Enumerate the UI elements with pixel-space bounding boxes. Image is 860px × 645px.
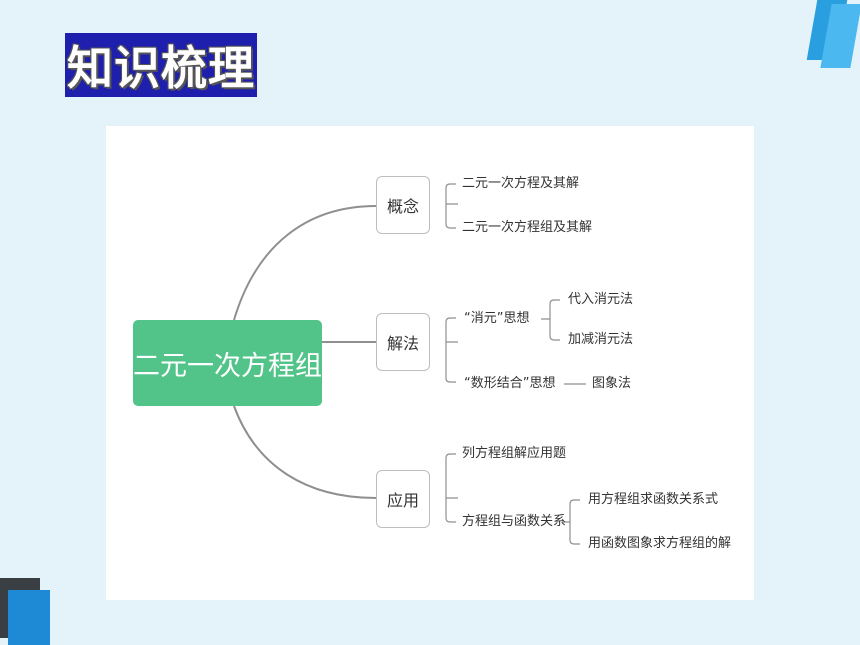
leaf-graph-solution: 用函数图象求方程组的解	[588, 536, 732, 551]
branch-method: 解法	[376, 313, 430, 371]
node-xiaoyuan: “消元”思想	[464, 311, 530, 326]
mindmap-panel: 二元一次方程组 概念 解法 应用 二元一次方程及其解 二元一次方程组及其解 “消…	[106, 126, 754, 600]
corner-decoration-bottom-blue	[8, 590, 50, 645]
node-shuxing: “数形结合”思想	[464, 376, 556, 391]
leaf-elimination: 加减消元法	[568, 332, 634, 347]
leaf-concept-system: 二元一次方程组及其解	[462, 220, 593, 235]
mindmap-connectors	[233, 183, 586, 545]
leaf-concept-equation: 二元一次方程及其解	[462, 176, 580, 191]
central-node: 二元一次方程组	[133, 320, 322, 406]
bracket-xiaoyuan	[541, 299, 560, 341]
bracket-application	[445, 453, 458, 523]
connector-central-concept	[233, 205, 377, 321]
node-hanshu: 方程组与函数关系	[462, 514, 567, 529]
page-title: 知识梳理	[67, 41, 255, 95]
bracket-hanshu	[562, 499, 580, 545]
branch-application: 应用	[376, 470, 430, 528]
bracket-method	[445, 317, 458, 383]
leaf-graph-method: 图象法	[592, 376, 632, 391]
leaf-substitution: 代入消元法	[568, 292, 634, 307]
leaf-word-problems: 列方程组解应用题	[462, 446, 567, 461]
branch-concept: 概念	[376, 176, 430, 234]
connector-central-application	[233, 405, 377, 499]
bracket-concept	[445, 183, 458, 229]
leaf-function-expression: 用方程组求函数关系式	[588, 492, 719, 507]
page-title-box: 知识梳理	[65, 33, 257, 97]
